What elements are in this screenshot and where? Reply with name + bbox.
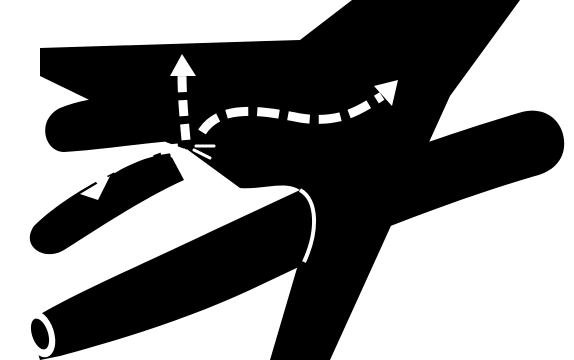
spread-arrow-up <box>182 74 186 140</box>
middle-finger <box>30 150 184 254</box>
index-finger <box>45 97 186 152</box>
